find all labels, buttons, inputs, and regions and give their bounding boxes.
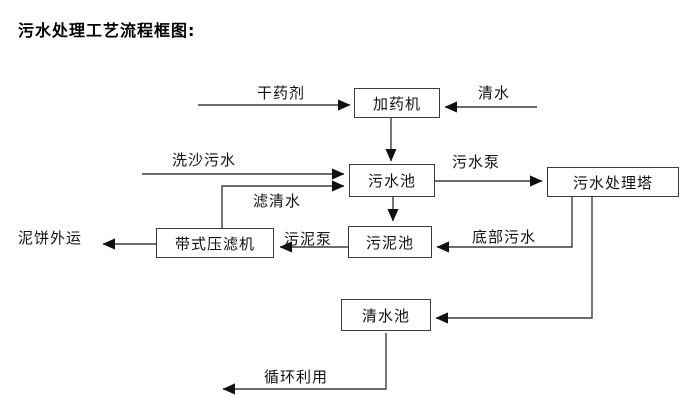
edge-label-sand-washing-sewage: 洗沙污水 — [172, 151, 237, 169]
node-dosing-machine: 加药机 — [354, 88, 440, 118]
edge-label-sludge-pump: 污泥泵 — [284, 230, 333, 248]
edge-label-sewage-pump: 污水泵 — [452, 153, 501, 171]
node-sewage-pool: 污水池 — [349, 164, 435, 197]
edge-label-clean-water: 清水 — [478, 84, 511, 102]
edge-label-bottom-sewage: 底部污水 — [472, 228, 537, 246]
edge-label-mud-cake-transport: 泥饼外运 — [18, 229, 83, 247]
node-treatment-tower: 污水处理塔 — [547, 167, 679, 197]
edge-label-recycling: 循环利用 — [264, 368, 329, 386]
page-title: 污水处理工艺流程框图: — [18, 21, 196, 40]
edge-label-dry-agent: 干药剂 — [257, 84, 306, 102]
node-belt-filter-press: 带式压滤机 — [156, 228, 274, 258]
edge-label-filtered-water: 滤清水 — [253, 192, 302, 210]
node-sludge-pool: 污泥池 — [348, 226, 432, 258]
node-clean-water-pool: 清水池 — [341, 299, 431, 331]
